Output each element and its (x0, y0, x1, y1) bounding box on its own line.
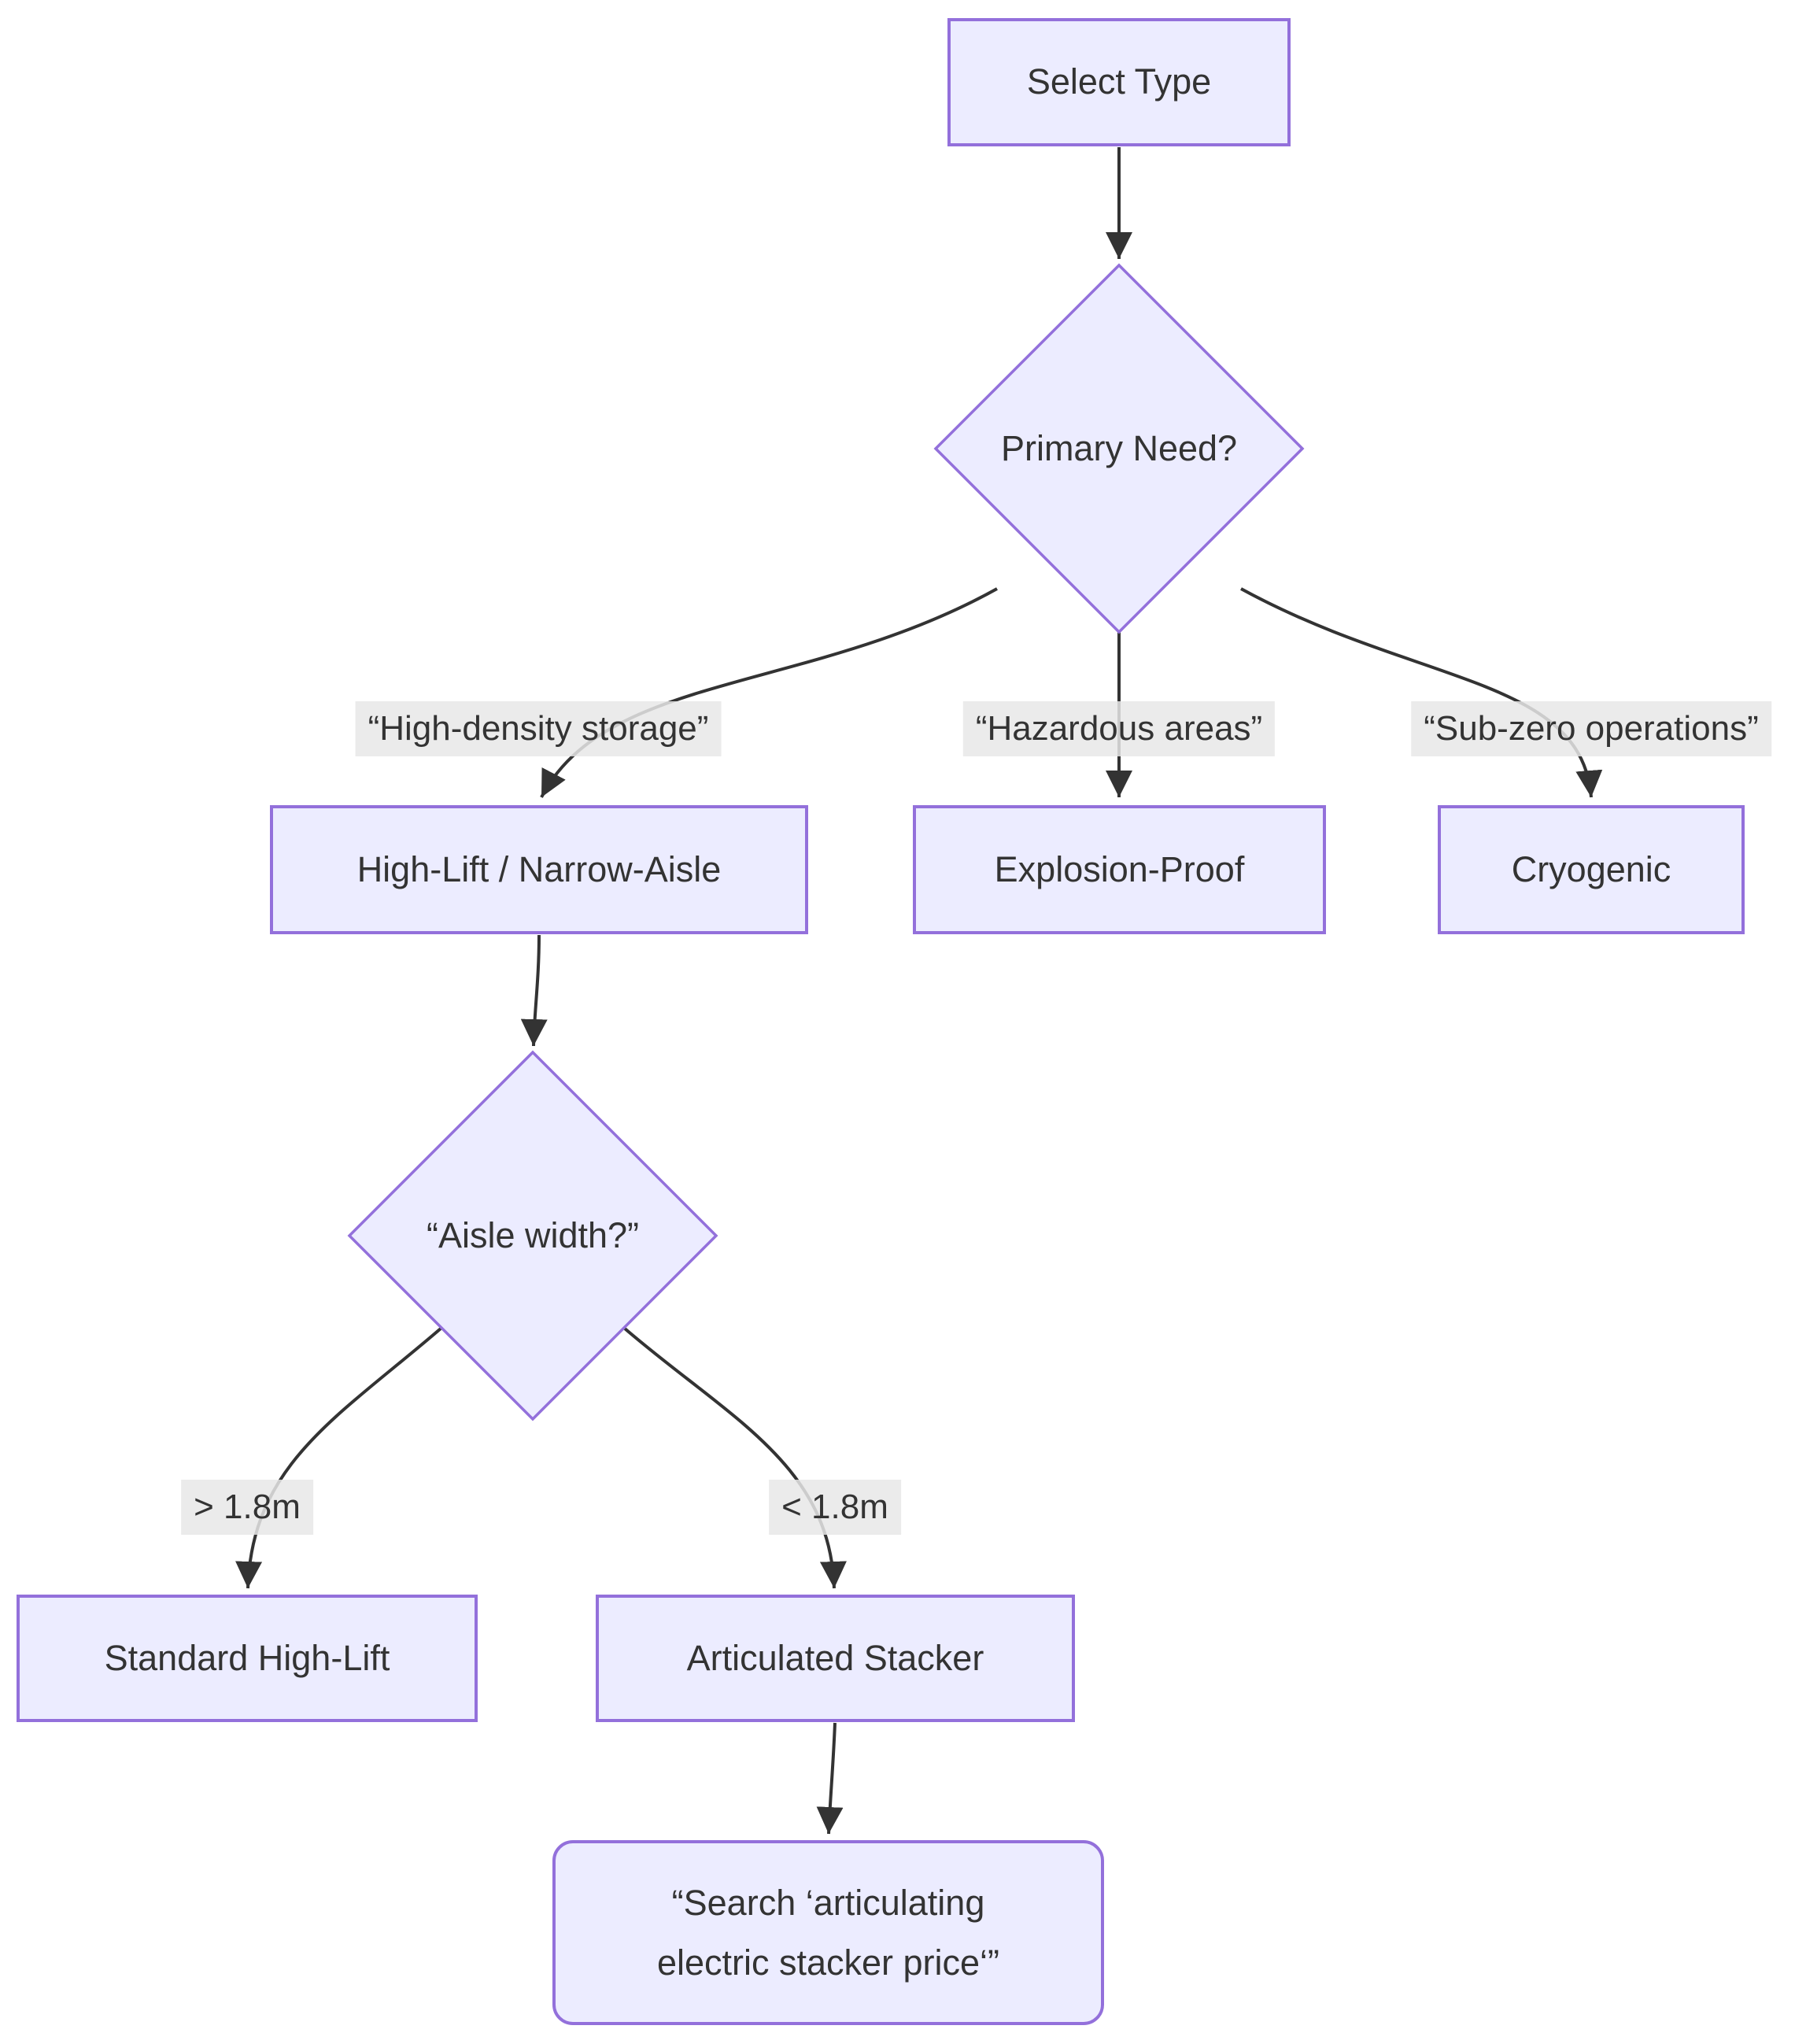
node-search-action-line1: “Search ‘articulating (671, 1882, 985, 1923)
node-cryogenic: Cryogenic (1438, 805, 1745, 934)
node-search-action: “Search ‘articulating electric stacker p… (552, 1840, 1104, 2025)
node-explosion-proof: Explosion-Proof (913, 805, 1326, 934)
edge-aisle-width-to-standard-high-lift (235, 1327, 442, 1589)
node-standard-high-lift-label: Standard High-Lift (104, 1637, 390, 1678)
node-articulated-stacker-label: Articulated Stacker (686, 1637, 984, 1678)
node-cryogenic-label: Cryogenic (1511, 848, 1671, 889)
edge-high-lift-to-aisle-width (520, 934, 548, 1047)
edge-label-high-density-storage: “High-density storage” (355, 701, 722, 756)
node-select-type-label: Select Type (1026, 61, 1212, 102)
edge-primary-need-to-high-lift (540, 587, 998, 798)
node-aisle-width-label: “Aisle width?” (426, 1215, 640, 1255)
node-high-lift-narrow-aisle: High-Lift / Narrow-Aisle (270, 805, 808, 934)
edge-primary-need-to-cryogenic (1240, 587, 1603, 798)
node-select-type: Select Type (947, 18, 1291, 146)
node-primary-need-label: Primary Need? (1000, 428, 1238, 468)
primary-need-diamond (933, 263, 1305, 634)
node-articulated-stacker: Articulated Stacker (596, 1595, 1075, 1722)
edge-label-aisle-gt-1-8m: > 1.8m (181, 1480, 313, 1535)
edge-label-sub-zero-operations: “Sub-zero operations” (1411, 701, 1771, 756)
edge-label-aisle-lt-1-8m: < 1.8m (769, 1480, 901, 1535)
edge-articulated-stacker-to-search-action (816, 1722, 844, 1835)
node-high-lift-narrow-aisle-label: High-Lift / Narrow-Aisle (356, 848, 722, 889)
node-standard-high-lift: Standard High-Lift (17, 1595, 478, 1722)
edge-label-hazardous-areas: “Hazardous areas” (962, 701, 1276, 756)
aisle-width-diamond (347, 1050, 718, 1421)
edge-aisle-width-to-articulated-stacker (623, 1327, 847, 1589)
node-explosion-proof-label: Explosion-Proof (994, 848, 1245, 889)
node-search-action-line2: electric stacker price‘” (656, 1942, 1000, 1983)
